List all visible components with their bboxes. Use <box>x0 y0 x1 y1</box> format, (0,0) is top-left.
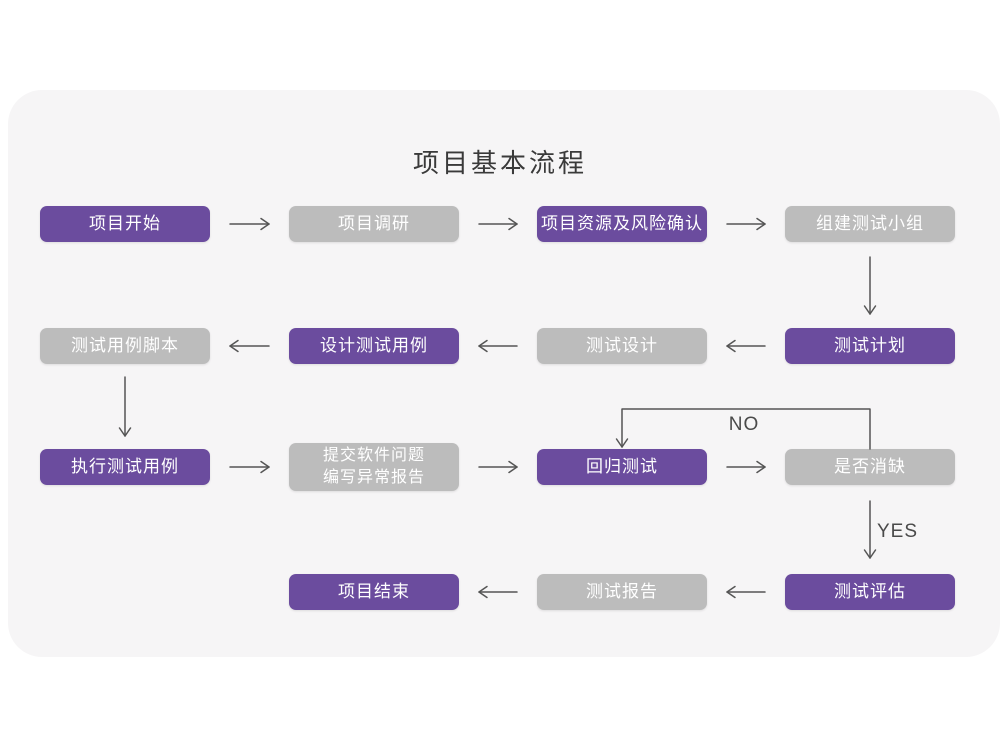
flow-node-resource-risk-confirm: 项目资源及风险确认 <box>537 206 707 242</box>
flow-node-test-design: 测试设计 <box>537 328 707 364</box>
flow-node-design-test-cases: 设计测试用例 <box>289 328 459 364</box>
flow-node-test-evaluation: 测试评估 <box>785 574 955 610</box>
flow-node-build-test-team: 组建测试小组 <box>785 206 955 242</box>
flow-node-execute-test-cases: 执行测试用例 <box>40 449 210 485</box>
flow-node-test-plan: 测试计划 <box>785 328 955 364</box>
flow-node-regression-test: 回归测试 <box>537 449 707 485</box>
branch-label-no: NO <box>728 414 760 435</box>
flow-node-test-case-script: 测试用例脚本 <box>40 328 210 364</box>
page-title: 项目基本流程 <box>412 148 587 178</box>
flow-node-project-end: 项目结束 <box>289 574 459 610</box>
flow-node-project-start: 项目开始 <box>40 206 210 242</box>
flow-node-submit-issue-report: 提交软件问题 编写异常报告 <box>289 443 459 491</box>
flowchart-card <box>8 90 1000 657</box>
flow-node-test-report: 测试报告 <box>537 574 707 610</box>
flow-node-project-research: 项目调研 <box>289 206 459 242</box>
branch-label-yes: YES <box>877 521 919 542</box>
flow-node-defect-cleared: 是否消缺 <box>785 449 955 485</box>
